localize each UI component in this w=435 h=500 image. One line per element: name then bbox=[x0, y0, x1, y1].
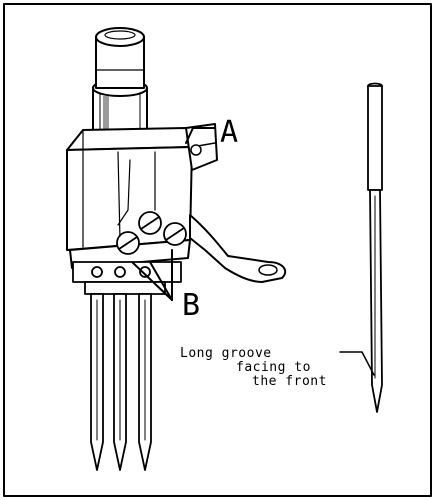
single-needle bbox=[367, 82, 383, 413]
label-b: B bbox=[182, 288, 200, 323]
label-a-leader bbox=[185, 127, 215, 144]
set-screw-a bbox=[190, 144, 202, 156]
thread-guide-eye bbox=[258, 264, 278, 276]
label-a: A bbox=[220, 115, 238, 150]
label-b-leaders bbox=[131, 249, 173, 301]
needles bbox=[90, 293, 152, 471]
groove-note-line-2: facing to bbox=[236, 360, 311, 375]
border bbox=[3, 3, 432, 497]
clamp-screws bbox=[116, 211, 187, 255]
needle-clamp-body bbox=[66, 123, 218, 269]
needle-bar bbox=[92, 27, 148, 144]
groove-note-line-3: the front bbox=[252, 374, 327, 389]
groove-note-leader bbox=[339, 351, 375, 376]
groove-note-line-1: Long groove bbox=[180, 346, 272, 361]
thread-guide-arm bbox=[189, 214, 287, 283]
